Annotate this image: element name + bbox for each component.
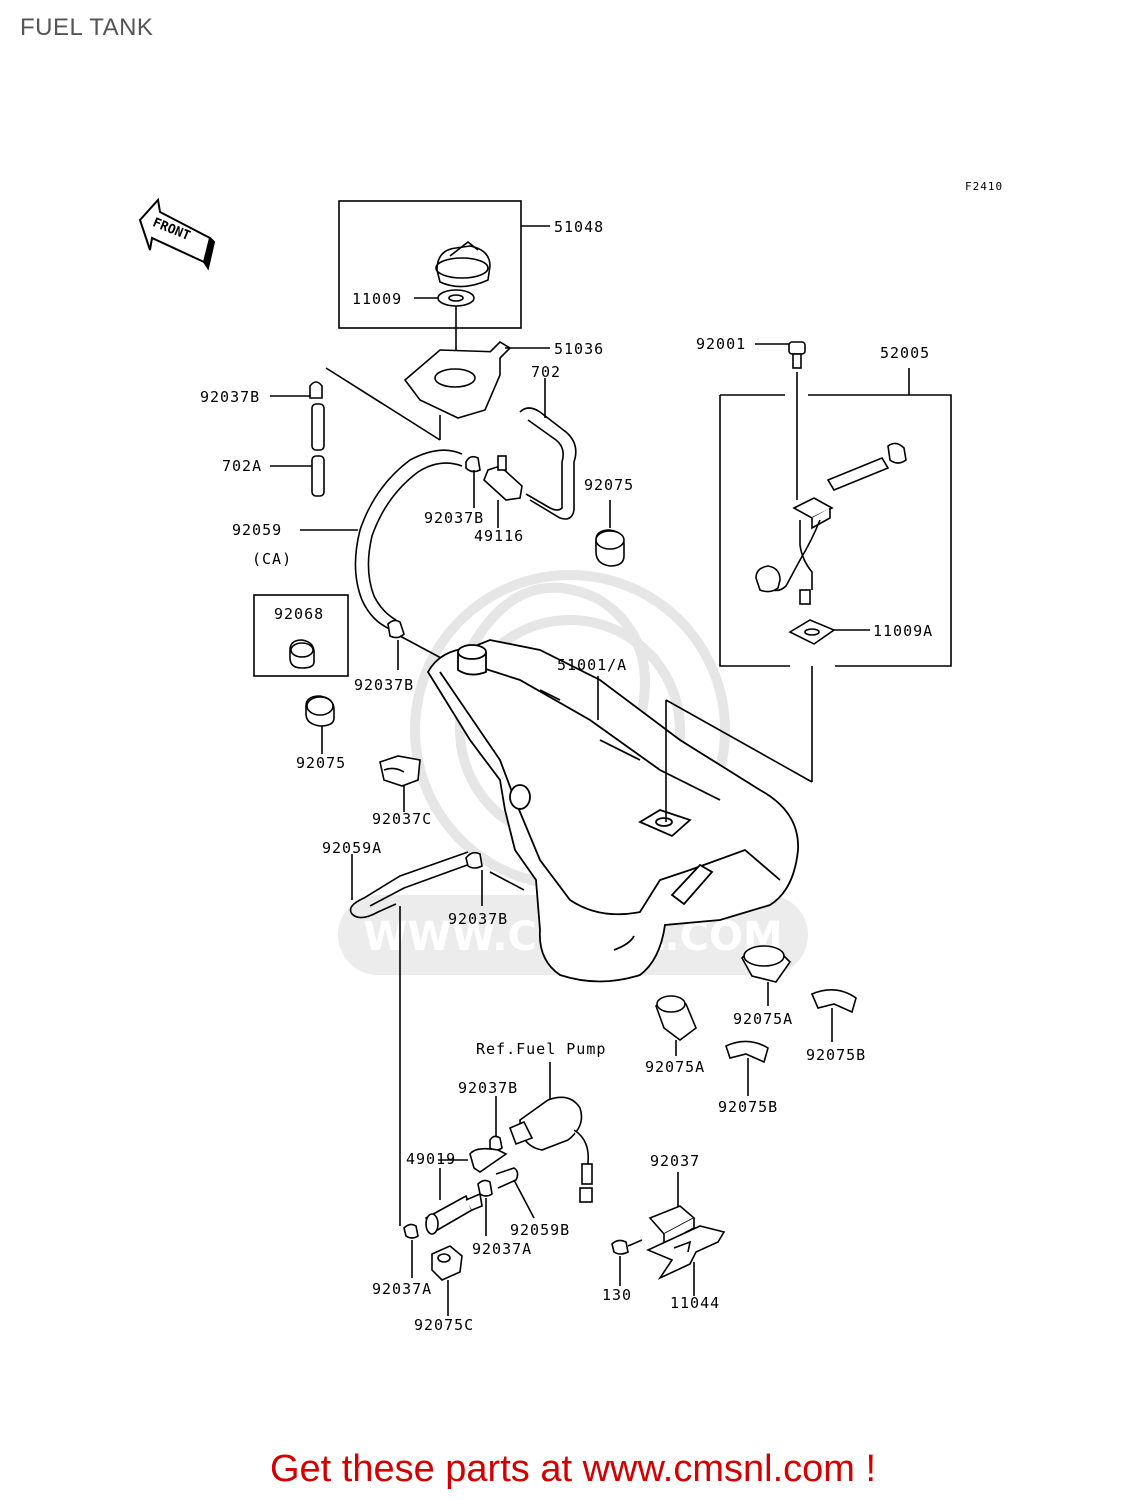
label-49019: 49019: [406, 1150, 456, 1168]
hoses-top: [270, 367, 577, 670]
part-labels: 51048 11009 51036 702 92037B 702A 92075 …: [200, 218, 933, 1334]
label-92037B-5: 92037B: [458, 1079, 518, 1097]
damper-92075-top: [595, 500, 625, 567]
label-92075-left: 92075: [296, 754, 346, 772]
fuel-gauge-assembly: [719, 341, 952, 667]
label-51036: 51036: [554, 340, 604, 358]
label-702: 702: [531, 363, 561, 381]
label-51048: 51048: [554, 218, 604, 236]
label-92037B-4: 92037B: [448, 910, 508, 928]
label-92068: 92068: [274, 605, 324, 623]
label-92037B-3: 92037B: [354, 676, 414, 694]
label-92001: 92001: [696, 335, 746, 353]
label-92037: 92037: [650, 1152, 700, 1170]
label-49116: 49116: [474, 527, 524, 545]
label-92037A-1: 92037A: [472, 1240, 532, 1258]
footer-link[interactable]: Get these parts at www.cmsnl.com !: [269, 1448, 877, 1490]
label-92075B-2: 92075B: [718, 1098, 778, 1116]
label-92037B-top: 92037B: [200, 388, 260, 406]
label-92037C: 92037C: [372, 810, 432, 828]
label-92059A: 92059A: [322, 839, 382, 857]
label-92075B-1: 92075B: [806, 1046, 866, 1064]
label-92059: 92059: [232, 521, 282, 539]
dampers-right: [655, 945, 857, 1096]
filler-cap-assembly: [338, 200, 550, 352]
label-52005: 52005: [880, 344, 930, 362]
page-title: FUEL TANK: [20, 14, 154, 41]
diagram-code: F2410: [965, 180, 1003, 193]
fuel-pump-assembly: [403, 1062, 593, 1316]
fuel-tank-51001A: [426, 639, 799, 983]
label-92075-top: 92075: [584, 476, 634, 494]
label-11044: 11044: [670, 1294, 720, 1312]
ca-box: [253, 594, 349, 754]
tray-51036: [403, 340, 550, 419]
bracket-assembly: [611, 1172, 726, 1296]
clip-92037C: [379, 755, 421, 812]
parts-diagram: WWW.CMSNL.COM F2410 FRONT: [138, 180, 1003, 1334]
label-92037B-2: 92037B: [424, 509, 484, 527]
front-arrow-icon: FRONT: [138, 197, 216, 271]
label-11009: 11009: [352, 290, 402, 308]
label-702A: 702A: [222, 457, 262, 475]
label-92059B: 92059B: [510, 1221, 570, 1239]
label-ca: (CA): [252, 550, 292, 568]
label-11009A: 11009A: [873, 622, 933, 640]
label-130: 130: [602, 1286, 632, 1304]
tank-leader-lines: [597, 666, 813, 822]
label-ref-fuel-pump: Ref.Fuel Pump: [476, 1040, 606, 1058]
label-92075A-2: 92075A: [645, 1058, 705, 1076]
hose-92059A: [349, 851, 525, 1226]
label-92075A-1: 92075A: [733, 1010, 793, 1028]
label-92075C: 92075C: [414, 1316, 474, 1334]
label-92037A-2: 92037A: [372, 1280, 432, 1298]
label-51001A: 51001/A: [557, 656, 627, 674]
